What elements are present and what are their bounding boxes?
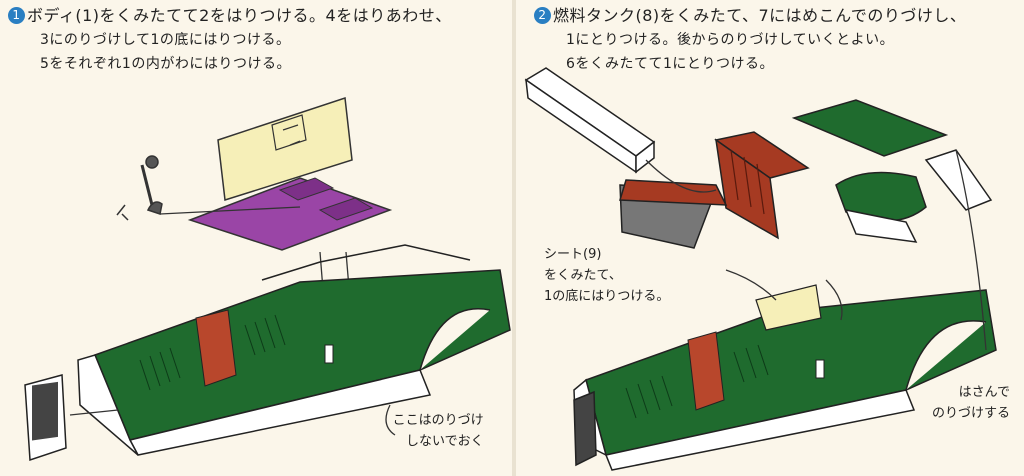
- lever-part: [116, 155, 163, 221]
- left-assembly-illustration: [24, 96, 511, 462]
- seat-note: シート(9) をくみたて、 1の底にはりつける。: [544, 247, 670, 304]
- left-glue-note: ここはのりづけ しないでおく: [392, 413, 484, 449]
- step-2-badge: 2: [534, 7, 551, 24]
- purple-floor-part: [187, 177, 393, 251]
- car-body: [77, 244, 511, 456]
- left-line-2: 3にのりづけして1の底にはりつける。: [40, 32, 291, 48]
- seat-part: [619, 131, 810, 249]
- grille-part-right: [573, 390, 597, 467]
- green-box-part: [835, 171, 927, 243]
- pinch-note: はさんで のりづけする: [932, 385, 1011, 421]
- grille-part: [24, 374, 67, 462]
- red-stripe: [195, 309, 237, 387]
- green-cover-part: [791, 99, 949, 157]
- right-line-2: 1にとりつける。後からのりづけしていくとよい。: [566, 32, 895, 48]
- panel-divider: [512, 0, 516, 476]
- left-line-3: 5をそれぞれ1の内がわにはりつける。: [40, 56, 291, 72]
- fuel-tank-part: [524, 67, 656, 174]
- step-1-badge: 1: [8, 7, 25, 24]
- right-line-3: 6をくみたてて1にとりつける。: [566, 56, 775, 72]
- car-body-right: [573, 284, 997, 471]
- right-assembly-illustration: [524, 67, 997, 471]
- red-stripe-right: [687, 331, 725, 411]
- cream-dashboard-part: [217, 96, 353, 201]
